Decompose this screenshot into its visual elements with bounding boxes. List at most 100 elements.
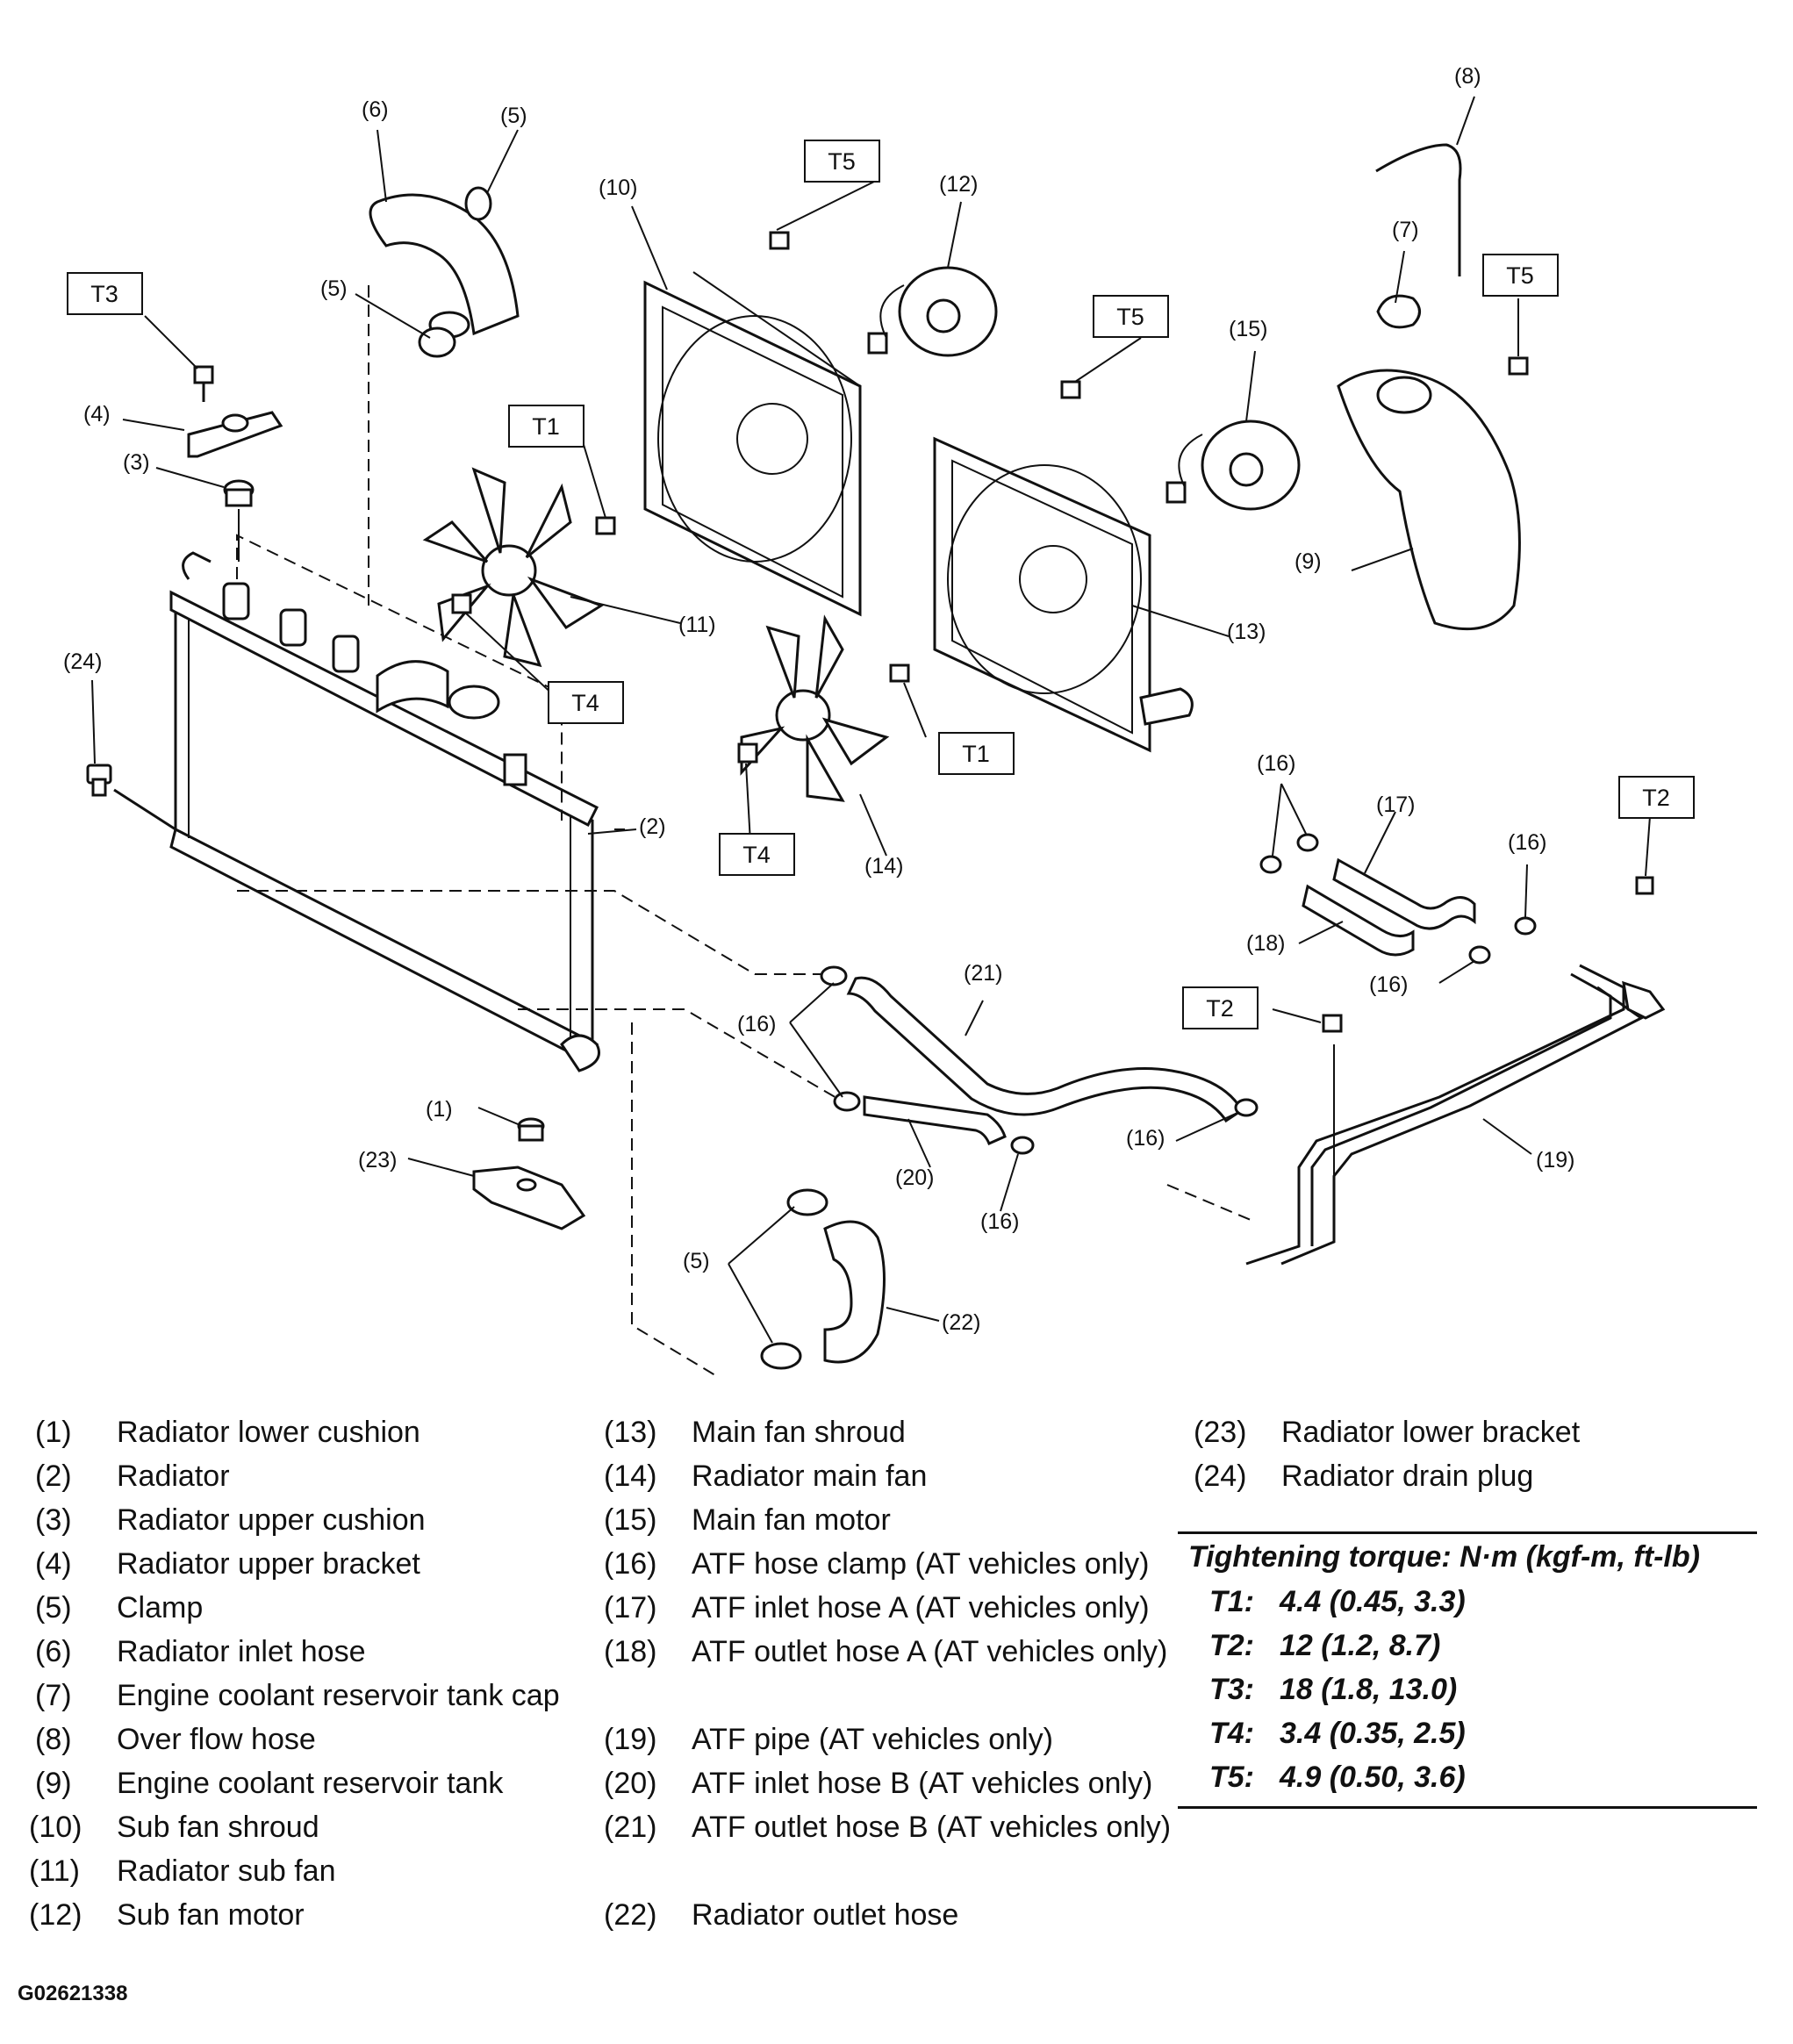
torque-box-t1b: T1 bbox=[938, 732, 1015, 775]
legend-label: ATF outlet hose A (AT vehicles only) bbox=[692, 1635, 1168, 1668]
main-fan-motor-part bbox=[1165, 420, 1301, 511]
legend-num: (5) bbox=[35, 1591, 72, 1624]
torque-key: T1: bbox=[1209, 1585, 1254, 1618]
torque-row-t5: T5: 4.9 (0.50, 3.6) bbox=[1178, 1755, 1757, 1799]
bolts bbox=[451, 231, 1654, 1033]
svg-text:T4: T4 bbox=[571, 690, 599, 716]
legend-num: (12) bbox=[29, 1898, 82, 1932]
legend-num: (2) bbox=[35, 1459, 72, 1493]
callout-6: (6) bbox=[362, 97, 389, 122]
callout-5a: (5) bbox=[500, 104, 527, 128]
callout-24: (24) bbox=[63, 649, 102, 674]
t5b-bolt bbox=[1060, 380, 1081, 399]
legend-num: (13) bbox=[604, 1416, 657, 1449]
callout-19: (19) bbox=[1536, 1148, 1574, 1173]
svg-text:T2: T2 bbox=[1206, 995, 1234, 1022]
legend-num: (15) bbox=[604, 1503, 657, 1537]
legend-label: Over flow hose bbox=[117, 1723, 316, 1756]
callout-9: (9) bbox=[1295, 549, 1322, 574]
svg-text:T3: T3 bbox=[90, 281, 118, 307]
callout-16e: (16) bbox=[1508, 830, 1546, 855]
torque-bottom-rule bbox=[1178, 1806, 1757, 1809]
t1b-bolt bbox=[889, 663, 910, 683]
torque-value: 4.4 (0.45, 3.3) bbox=[1280, 1585, 1466, 1618]
legend-num: (3) bbox=[35, 1503, 72, 1537]
callout-8: (8) bbox=[1454, 64, 1481, 89]
sub-fan-shroud-part bbox=[643, 271, 862, 617]
outlet-hose-part bbox=[760, 1188, 886, 1370]
legend-label: Radiator upper bracket bbox=[117, 1547, 420, 1581]
svg-text:T5: T5 bbox=[1116, 304, 1144, 330]
legend-num: (21) bbox=[604, 1811, 657, 1844]
torque-row-t4: T4: 3.4 (0.35, 2.5) bbox=[1178, 1711, 1757, 1755]
svg-text:T2: T2 bbox=[1642, 785, 1670, 811]
callout-16c: (16) bbox=[1126, 1126, 1165, 1151]
legend-label: ATF outlet hose B (AT vehicles only) bbox=[692, 1811, 1172, 1844]
torque-box-t5c: T5 bbox=[1482, 254, 1559, 297]
atf-hoses-a-part bbox=[1259, 833, 1537, 965]
torque-key: T3: bbox=[1209, 1673, 1254, 1706]
torque-box-t5a: T5 bbox=[804, 140, 880, 183]
torque-box-t4b: T4 bbox=[719, 833, 795, 876]
legend-num: (8) bbox=[35, 1723, 72, 1756]
legend-num: (19) bbox=[604, 1723, 657, 1756]
callout-16b: (16) bbox=[980, 1209, 1019, 1234]
legend-num: (20) bbox=[604, 1767, 657, 1800]
callout-21: (21) bbox=[964, 961, 1002, 986]
callout-7: (7) bbox=[1392, 218, 1419, 242]
svg-text:T1: T1 bbox=[532, 413, 560, 440]
legend-label: ATF inlet hose B (AT vehicles only) bbox=[692, 1767, 1153, 1800]
legend-num: (18) bbox=[604, 1635, 657, 1668]
torque-key: T4: bbox=[1209, 1717, 1254, 1750]
lower-bracket-part bbox=[472, 1117, 586, 1230]
callout-13: (13) bbox=[1227, 620, 1266, 644]
inlet-hose-part bbox=[369, 186, 520, 358]
legend-label: Sub fan motor bbox=[117, 1898, 305, 1932]
main-fan-shroud-part bbox=[933, 436, 1194, 753]
torque-table: Tightening torque: N·m (kgf-m, ft-lb) T1… bbox=[1178, 1531, 1757, 1809]
legend-num: (16) bbox=[604, 1547, 657, 1581]
callout-11: (11) bbox=[678, 613, 716, 637]
legend-num: (6) bbox=[35, 1635, 72, 1668]
callout-2: (2) bbox=[639, 814, 666, 839]
callout-16a: (16) bbox=[737, 1012, 776, 1036]
callout-22: (22) bbox=[942, 1310, 980, 1335]
legend-label: Clamp bbox=[117, 1591, 204, 1624]
svg-text:T1: T1 bbox=[962, 741, 990, 767]
torque-value: 4.9 (0.50, 3.6) bbox=[1280, 1761, 1466, 1794]
legend-label: Radiator drain plug bbox=[1281, 1459, 1534, 1493]
callout-16d: (16) bbox=[1257, 751, 1295, 776]
callout-14: (14) bbox=[864, 854, 903, 879]
torque-box-t4a: T4 bbox=[548, 681, 624, 724]
torque-row-t2: T2: 12 (1.2, 8.7) bbox=[1178, 1624, 1757, 1667]
legend-label: ATF inlet hose A (AT vehicles only) bbox=[692, 1591, 1150, 1624]
legend-num: (14) bbox=[604, 1459, 657, 1493]
legend-num: (23) bbox=[1194, 1416, 1247, 1449]
callout-15: (15) bbox=[1229, 317, 1267, 341]
t4a-nut bbox=[451, 593, 472, 614]
t5c-bolt bbox=[1508, 356, 1529, 376]
callouts: (6) (5) (5) (4) (3) (24) (10) (12) (15) … bbox=[63, 64, 1574, 1335]
main-fan-part bbox=[740, 614, 890, 802]
legend-label: Radiator main fan bbox=[692, 1459, 928, 1493]
callout-3: (3) bbox=[123, 450, 150, 475]
legend-num: (17) bbox=[604, 1591, 657, 1624]
torque-top-rule bbox=[1178, 1531, 1757, 1534]
torque-box-t3: T3 bbox=[67, 272, 143, 315]
radiator-part bbox=[169, 551, 600, 1072]
callout-10: (10) bbox=[599, 176, 637, 200]
figure-code: G02621338 bbox=[18, 1982, 128, 2005]
svg-text:T5: T5 bbox=[1506, 262, 1534, 289]
callout-17: (17) bbox=[1376, 792, 1415, 817]
legend-label: ATF hose clamp (AT vehicles only) bbox=[692, 1547, 1150, 1581]
callout-16f: (16) bbox=[1369, 972, 1408, 997]
legend-label: Radiator outlet hose bbox=[692, 1898, 959, 1932]
sub-fan-motor-part bbox=[867, 266, 998, 357]
atf-hoses-b-part bbox=[820, 965, 1259, 1155]
callout-12: (12) bbox=[939, 172, 978, 197]
callout-18: (18) bbox=[1246, 931, 1285, 956]
legend-num: (24) bbox=[1194, 1459, 1247, 1493]
legend-label: ATF pipe (AT vehicles only) bbox=[692, 1723, 1053, 1756]
legend-num: (10) bbox=[29, 1811, 82, 1844]
exploded-diagram: T3 T5 T5 T5 T1 T1 T4 T4 T2 T2 (6) (5) (5… bbox=[63, 64, 1695, 1378]
